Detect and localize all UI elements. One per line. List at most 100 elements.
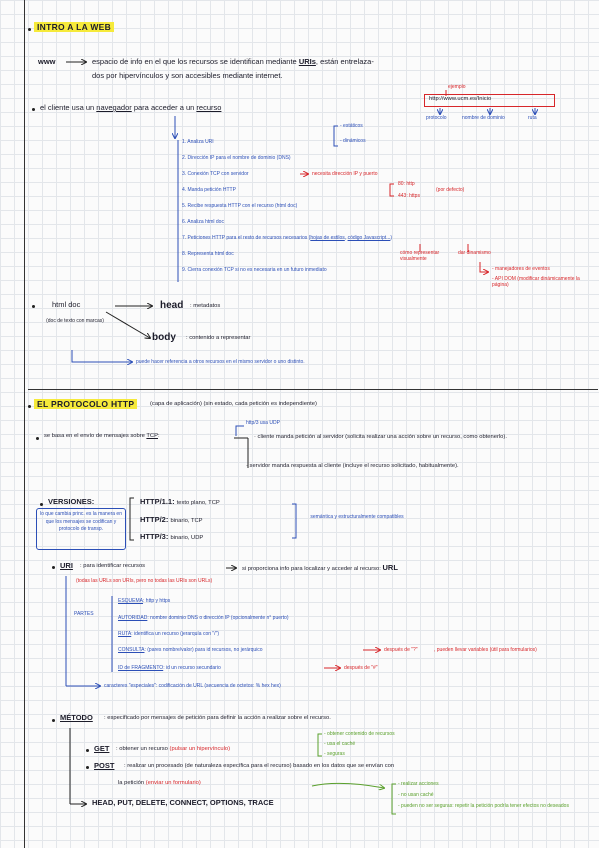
get-desc: : obtener un recurso (pulsar un hipervín…: [116, 746, 231, 752]
post-note-1: - realizar acciones: [398, 781, 439, 787]
versiones-label: VERSIONES:: [48, 497, 95, 506]
bullet: [32, 108, 35, 111]
version-1: HTTP/1.1: texto plano, TCP: [140, 497, 220, 506]
http3-note: http/3 usa UDP: [246, 420, 280, 426]
url-example-box: [424, 94, 555, 107]
www-def-line1: espacio de info en el que los recursos s…: [92, 57, 374, 66]
label-dominio: nombre de dominio: [462, 115, 505, 121]
get-label: GET: [94, 744, 110, 753]
post-note-3: - pueden no ser seguras: repetir la peti…: [398, 803, 569, 809]
post-note-2: - no usan caché: [398, 792, 434, 798]
head-label: head: [160, 300, 184, 311]
referencia-note: puede hacer referencia a otros recursos …: [136, 359, 305, 365]
doc-texto-note: (doc de texto con marcas): [46, 318, 104, 324]
www-label: www: [38, 57, 56, 66]
step-4: 4. Manda petición HTTP: [182, 187, 236, 193]
post-desc: : realizar un procesado (de naturaleza e…: [124, 763, 395, 769]
http-subtitle: (capa de aplicación) (sin estado, cada p…: [150, 401, 317, 407]
step-5: 5. Recibe respuesta HTTP con el recurso …: [182, 203, 298, 209]
body-arrow: [105, 311, 150, 338]
margin-line: [24, 0, 25, 848]
step-6: 6. Analiza html doc: [182, 219, 224, 225]
post-desc2: la petición (enviar un formulario): [118, 780, 201, 786]
post-arrow: [311, 782, 384, 788]
head-desc: : metadatos: [190, 303, 221, 309]
step-7: 7. Peticiones HTTP para el resto de recu…: [182, 235, 393, 241]
bullet: [36, 437, 39, 440]
uri-label: URI: [60, 561, 73, 570]
versiones-brace: [129, 497, 134, 541]
section-divider: [28, 389, 598, 390]
bullet: [40, 503, 43, 506]
pueden-llevar: , pueden llevar variables (útil para for…: [434, 647, 537, 653]
part-esquema: ESQUEMA: http y https: [118, 598, 171, 604]
label-ruta: ruta: [528, 115, 537, 121]
port-80: 80: http: [398, 181, 415, 187]
bullet: [52, 566, 55, 569]
part-autoridad: AUTORIDAD: nombre dominio DNS o direcció…: [118, 615, 289, 621]
por-defecto: (por defecto): [436, 187, 465, 193]
versiones-note-box: [36, 508, 126, 550]
versions-right-brace: [292, 503, 297, 539]
api-dom: - API DOM (modificar dinámicamente la pá…: [492, 276, 580, 288]
version-3: HTTP/3: binario, UDP: [140, 532, 204, 541]
cliente-manda: · cliente manda petición al servidor (so…: [254, 434, 507, 440]
get-note-2: - usa el caché: [324, 741, 356, 747]
dar-dinamismo: dar dinamismo: [458, 250, 491, 256]
todas-note: (todas las URLs son URIs, pero no todas …: [76, 578, 213, 584]
part-consulta: CONSULTA: (pares nombre/valor) para id r…: [118, 647, 263, 653]
semantica-note: semántica y estructuralmente compatibles: [310, 514, 404, 520]
post-label: POST: [94, 761, 115, 770]
metodo-desc: : especificado por mensajes de petición …: [104, 715, 331, 721]
other-methods: HEAD, PUT, DELETE, CONNECT, OPTIONS, TRA…: [92, 798, 274, 807]
www-def-line2: dos por hipervínculos y son accesibles m…: [92, 71, 283, 80]
get-brace: [317, 733, 322, 757]
get-note-3: - seguras: [324, 751, 345, 757]
manejadores: - manejadores de eventos: [492, 266, 550, 272]
section-title-http: EL PROTOCOLO HTTP: [34, 399, 138, 409]
bullet: [32, 305, 35, 308]
uri-desc2: si proporciona info para localizar y acc…: [242, 563, 398, 572]
referencia-arrow: [71, 350, 132, 362]
port-443: 443: https: [398, 193, 420, 199]
versiones-note: lo que cambia princ. es la manera en que…: [40, 511, 122, 532]
estaticos: - estáticos: [340, 123, 363, 129]
bullet: [86, 749, 89, 752]
body-desc: : contenido a representar: [186, 335, 251, 341]
step3-note: necesita dirección IP y puerto: [312, 171, 378, 177]
servidor-manda: · servidor manda respuesta al cliente (i…: [246, 463, 459, 469]
bullet: [28, 405, 31, 408]
caracteres-note: caracteres "especiales": codificación de…: [104, 683, 281, 689]
despues-q: después de "?": [384, 647, 418, 653]
step-3: 3. Conexión TCP con servidor: [182, 171, 249, 177]
step-1: 1. Analiza URI: [182, 139, 214, 145]
ejemplo-label: ejemplo: [448, 84, 466, 90]
bullet: [52, 719, 55, 722]
step-2: 2. Dirección IP para el nombre de domini…: [182, 155, 291, 161]
part-fragmento: ID de FRAGMENTO: id un recurso secundari…: [118, 665, 221, 671]
step-8: 8. Representa html doc: [182, 251, 234, 257]
metodo-label: MÉTODO: [60, 713, 93, 722]
ports-brace: [389, 183, 394, 197]
label-protocolo: protocolo: [426, 115, 447, 121]
get-note-1: - obtener contenido de recursos: [324, 731, 395, 737]
part-ruta: RUTA: identifica un recurso (jerarquía c…: [118, 631, 220, 637]
dinamicos: - dinámicos: [340, 138, 366, 144]
bullet: [28, 28, 31, 31]
bullet: [86, 766, 89, 769]
section-title-intro: INTRO A LA WEB: [34, 22, 115, 32]
http3-pointer: [235, 425, 244, 436]
como-representar: cómo representar visualmente: [400, 250, 440, 262]
uri-desc: : para identificar recursos: [80, 563, 146, 569]
body-label: body: [152, 332, 176, 343]
despues-hash: después de "#": [344, 665, 378, 671]
step-9: 9. Cierra conexión TCP si no es necesari…: [182, 267, 327, 273]
dinamismo-pointer: [479, 262, 488, 272]
html-doc-label: html doc: [52, 300, 81, 309]
recurso-brace: [333, 125, 338, 147]
version-2: HTTP/2: binario, TCP: [140, 515, 203, 524]
cliente-line: el cliente usa un navegador para acceder…: [40, 103, 222, 112]
basa-line: se basa en el envío de mensajes sobre TC…: [44, 433, 160, 439]
post-brace: [391, 783, 396, 815]
